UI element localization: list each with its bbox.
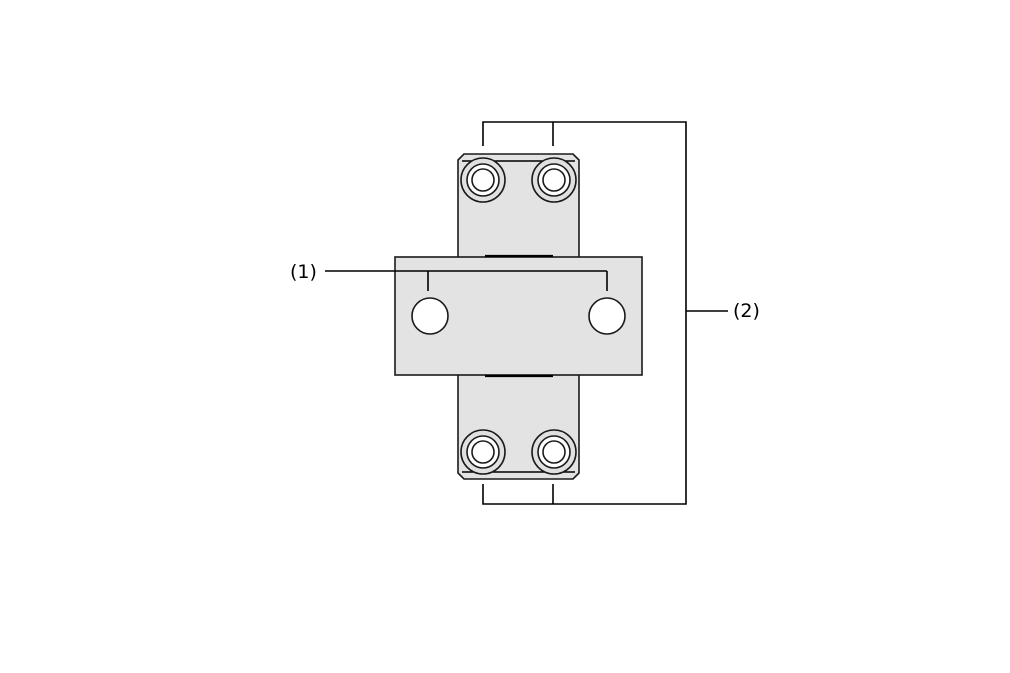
- mounting-hole-bottom-right: [531, 429, 577, 475]
- bolt-hole: [542, 440, 566, 464]
- callout-2-label: (2): [733, 300, 760, 322]
- plate-hole-right: [588, 297, 626, 335]
- plate-hole-left: [411, 297, 449, 335]
- mounting-hole-top-left: [460, 157, 506, 203]
- mounting-hole-bottom-left: [460, 429, 506, 475]
- mounting-hole-top-right: [531, 157, 577, 203]
- bolt-hole: [542, 168, 566, 192]
- bolt-hole: [471, 168, 495, 192]
- bolt-hole: [471, 440, 495, 464]
- callout-2-bracket: [482, 121, 728, 505]
- callout-1-label: (1): [290, 261, 317, 283]
- callout-1-leader: [325, 270, 608, 291]
